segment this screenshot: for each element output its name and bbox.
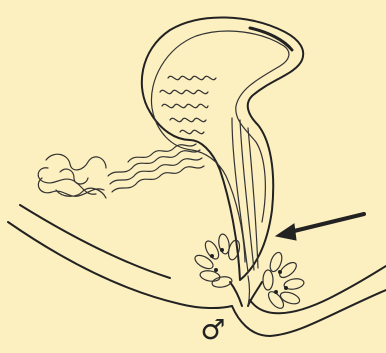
male-symbol: ♂ xyxy=(198,310,228,350)
papilla xyxy=(230,276,262,306)
trailing-strand xyxy=(108,144,204,192)
coiled-tuft xyxy=(38,154,106,198)
right-gland-rosette xyxy=(263,251,305,311)
body-wall-contours xyxy=(8,205,386,336)
pointer-arrow xyxy=(276,214,364,240)
curved-organ xyxy=(142,17,303,280)
left-gland-rosette xyxy=(193,233,242,288)
